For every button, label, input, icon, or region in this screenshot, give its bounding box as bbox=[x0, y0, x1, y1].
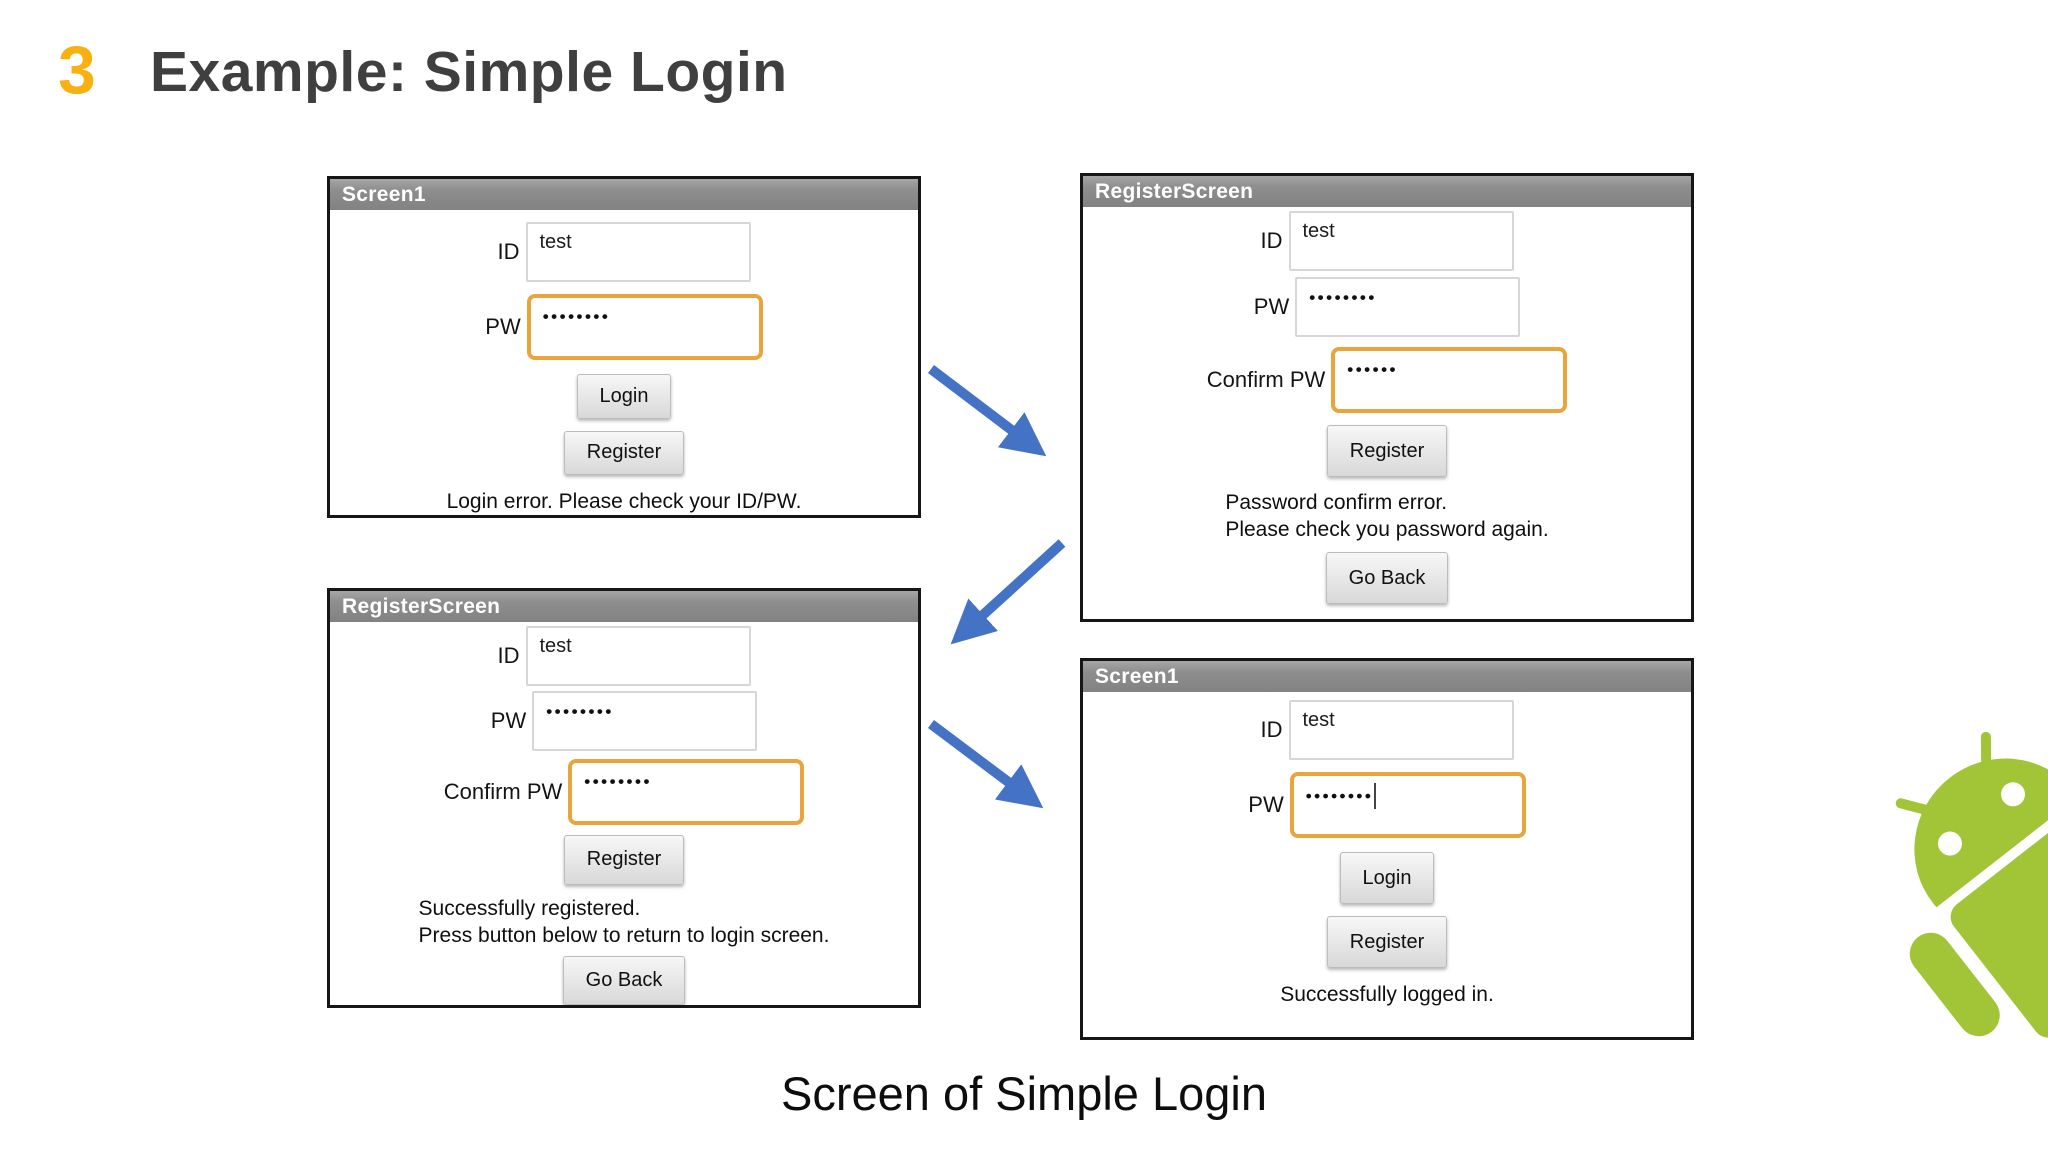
screen-titlebar: RegisterScreen bbox=[1083, 176, 1691, 207]
status-message: Successfully registered. Press button be… bbox=[419, 895, 830, 949]
id-field-label: ID bbox=[1260, 717, 1283, 742]
pw-input[interactable]: •••••••• bbox=[1289, 772, 1526, 838]
id-field-row: ID test bbox=[1083, 211, 1691, 271]
register-button[interactable]: Register bbox=[1326, 916, 1448, 968]
arrow-login-to-register bbox=[927, 365, 1047, 457]
pw-field-row: PW •••••••• bbox=[330, 691, 918, 751]
slide-number: 3 bbox=[58, 32, 96, 108]
android-robot-icon bbox=[1781, 641, 2048, 1152]
confirm-pw-input[interactable]: •••••• bbox=[1331, 347, 1568, 413]
pw-input-value: •••••••• bbox=[1309, 288, 1377, 307]
app-screen-login-error: Screen1 ID test PW •••••••• Login Regist… bbox=[327, 176, 921, 518]
confirm-pw-field-label: Confirm PW bbox=[1206, 367, 1326, 392]
id-input-value: test bbox=[1302, 220, 1335, 242]
screen-titlebar: Screen1 bbox=[330, 179, 918, 210]
login-button[interactable]: Login bbox=[576, 374, 672, 419]
id-input-value: test bbox=[539, 231, 572, 253]
id-field-label: ID bbox=[497, 643, 520, 668]
id-input[interactable]: test bbox=[525, 222, 751, 282]
id-field-label: ID bbox=[1260, 228, 1283, 253]
pw-field-row: PW •••••••• bbox=[330, 294, 918, 360]
id-field-row: ID test bbox=[330, 626, 918, 686]
confirm-pw-field-row: Confirm PW •••••• bbox=[1083, 347, 1691, 413]
app-screen-register-error: RegisterScreen ID test PW •••••••• Confi… bbox=[1080, 173, 1694, 622]
confirm-pw-input[interactable]: •••••••• bbox=[568, 759, 805, 825]
pw-input[interactable]: •••••••• bbox=[526, 294, 763, 360]
id-input[interactable]: test bbox=[525, 626, 751, 686]
pw-input-value: •••••••• bbox=[1305, 786, 1374, 806]
id-input-value: test bbox=[539, 635, 572, 657]
arrow-register-to-login-success bbox=[928, 720, 1044, 809]
register-button[interactable]: Register bbox=[563, 430, 685, 475]
figure-caption: Screen of Simple Login bbox=[781, 1067, 1267, 1120]
pw-field-label: PW bbox=[490, 708, 527, 733]
status-message-line: Press button below to return to login sc… bbox=[418, 923, 830, 947]
id-input[interactable]: test bbox=[1288, 700, 1514, 760]
status-message: Password confirm error. Please check you… bbox=[1225, 489, 1548, 543]
arrow-register-to-register-success bbox=[950, 539, 1066, 645]
screen-titlebar: RegisterScreen bbox=[330, 591, 918, 622]
screen-titlebar: Screen1 bbox=[1083, 661, 1691, 692]
login-button[interactable]: Login bbox=[1339, 852, 1435, 904]
go-back-button[interactable]: Go Back bbox=[562, 955, 686, 1005]
status-message-line: Please check you password again. bbox=[1225, 518, 1549, 541]
pw-input-value: •••••••• bbox=[546, 702, 614, 721]
pw-field-row: PW •••••••• bbox=[1083, 772, 1691, 838]
go-back-button[interactable]: Go Back bbox=[1325, 552, 1449, 604]
status-message: Login error. Please check your ID/PW. bbox=[446, 490, 802, 513]
id-input[interactable]: test bbox=[1288, 211, 1514, 271]
status-message: Successfully logged in. bbox=[1280, 983, 1494, 1006]
register-button[interactable]: Register bbox=[563, 835, 685, 885]
pw-field-label: PW bbox=[1253, 294, 1290, 319]
register-button[interactable]: Register bbox=[1326, 425, 1448, 477]
confirm-pw-field-row: Confirm PW •••••••• bbox=[330, 759, 918, 825]
id-field-row: ID test bbox=[1083, 700, 1691, 760]
pw-input[interactable]: •••••••• bbox=[1295, 277, 1521, 337]
confirm-pw-input-value: •••••••• bbox=[584, 772, 652, 791]
text-cursor bbox=[1374, 783, 1377, 809]
id-input-value: test bbox=[1302, 709, 1335, 731]
app-screen-register-success: RegisterScreen ID test PW •••••••• Confi… bbox=[327, 588, 921, 1008]
pw-field-label: PW bbox=[1248, 792, 1284, 817]
id-field-row: ID test bbox=[330, 222, 918, 282]
confirm-pw-input-value: •••••• bbox=[1347, 360, 1398, 379]
pw-input[interactable]: •••••••• bbox=[532, 691, 758, 751]
confirm-pw-field-label: Confirm PW bbox=[443, 779, 563, 804]
pw-input-value: •••••••• bbox=[542, 307, 611, 326]
app-screen-login-success: Screen1 ID test PW •••••••• Login Regist… bbox=[1080, 658, 1694, 1040]
status-message-line: Password confirm error. bbox=[1225, 491, 1448, 514]
pw-field-label: PW bbox=[485, 314, 521, 339]
page-title: Example: Simple Login bbox=[150, 40, 788, 104]
pw-field-row: PW •••••••• bbox=[1083, 277, 1691, 337]
status-message-line: Successfully registered. bbox=[418, 896, 641, 920]
id-field-label: ID bbox=[497, 239, 520, 264]
